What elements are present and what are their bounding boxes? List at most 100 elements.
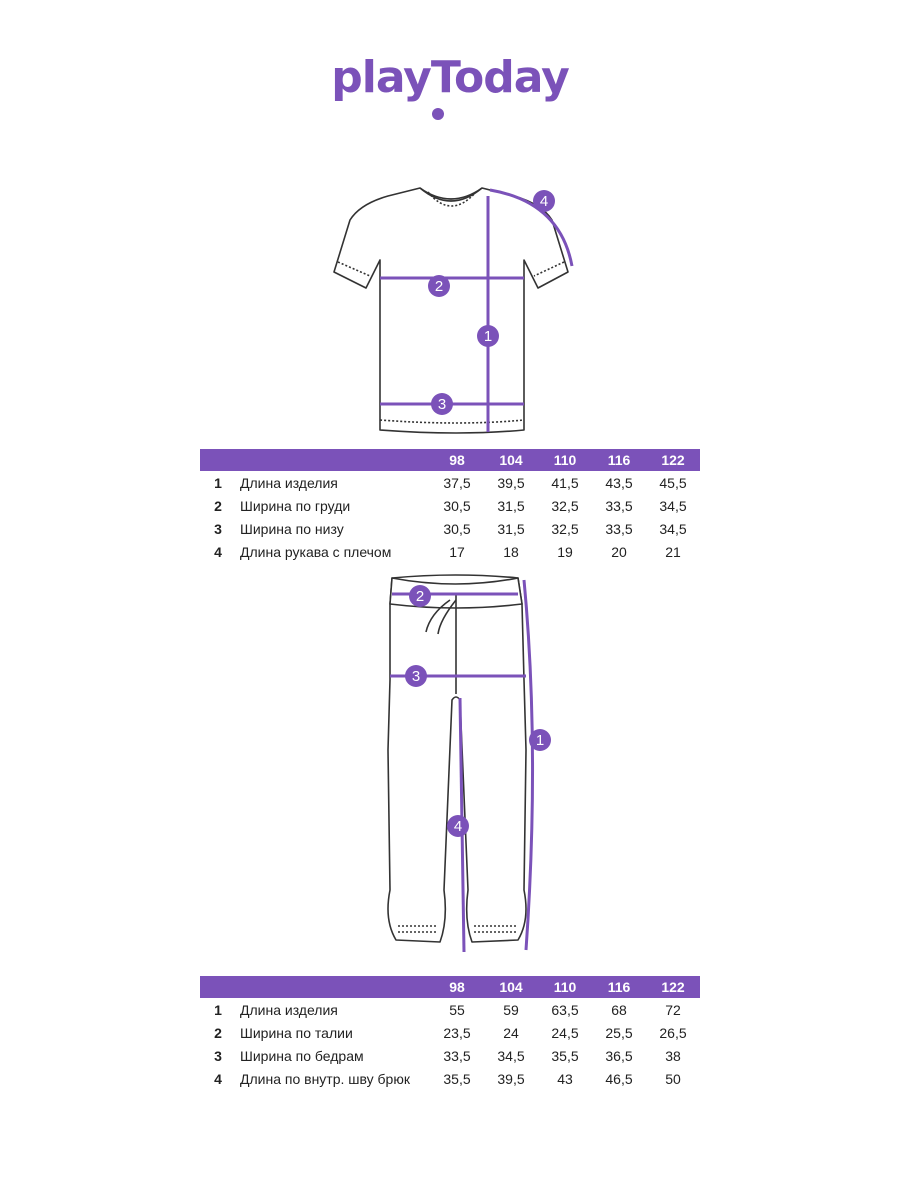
measurement-value: 59 (503, 1001, 519, 1018)
svg-text:4: 4 (540, 193, 548, 210)
measurement-name: Длина рукава с плечом (240, 543, 392, 560)
svg-text:1: 1 (536, 732, 544, 749)
measurement-value: 43 (557, 1070, 573, 1087)
measurement-value: 33,5 (605, 520, 633, 537)
pants-diagram: 1 2 3 4 (387, 574, 551, 953)
size-header: 122 (646, 449, 700, 471)
pants-marker-1: 1 (529, 729, 551, 751)
tshirt-table-header: 98 104 110 116 122 (200, 449, 700, 471)
size-header: 98 (430, 976, 484, 998)
svg-text:2: 2 (435, 278, 443, 295)
measurement-value: 36,5 (605, 1047, 633, 1064)
measurement-value: 37,5 (443, 474, 471, 491)
measurement-value: 63,5 (551, 1001, 579, 1018)
brand-logo-text: playToday (331, 52, 570, 103)
brand-logo: playToday (0, 52, 900, 103)
table-row: 4 Длина по внутр. шву брюк 35,5 39,5 43 … (200, 1067, 700, 1090)
measurement-value: 17 (449, 543, 465, 560)
table-row: 3 Ширина по бедрам 33,5 34,5 35,5 36,5 3… (200, 1044, 700, 1067)
measurement-value: 30,5 (443, 497, 471, 514)
pants-outline (387, 574, 527, 943)
table-row: 1 Длина изделия 37,5 39,5 41,5 43,5 45,5 (200, 471, 700, 494)
size-header: 122 (646, 976, 700, 998)
row-number: 2 (214, 1024, 222, 1041)
svg-text:3: 3 (412, 668, 420, 685)
measurement-value: 39,5 (497, 1070, 525, 1087)
measurement-value: 32,5 (551, 497, 579, 514)
tshirt-diagram: 1 2 3 4 (333, 187, 574, 434)
measurement-value: 31,5 (497, 520, 525, 537)
measurement-value: 34,5 (659, 497, 687, 514)
measurement-value: 72 (665, 1001, 681, 1018)
svg-text:2: 2 (416, 588, 424, 605)
svg-text:4: 4 (454, 818, 462, 835)
row-number: 4 (214, 1070, 222, 1087)
tshirt-outline (333, 187, 569, 434)
tshirt-marker-4: 4 (533, 190, 555, 212)
measurement-value: 55 (449, 1001, 465, 1018)
tshirt-markers: 1 2 3 4 (428, 190, 555, 415)
measurement-value: 24,5 (551, 1024, 579, 1041)
measurement-value: 35,5 (443, 1070, 471, 1087)
pants-marker-4: 4 (447, 815, 469, 837)
pants-size-table: 98 104 110 116 122 1 Длина изделия 55 59… (200, 976, 700, 1090)
measurement-value: 68 (611, 1001, 627, 1018)
tshirt-marker-3: 3 (431, 393, 453, 415)
measurement-value: 34,5 (497, 1047, 525, 1064)
measurement-value: 25,5 (605, 1024, 633, 1041)
size-header: 104 (484, 449, 538, 471)
size-header: 116 (592, 976, 646, 998)
measurement-name: Длина изделия (240, 1001, 338, 1018)
size-header: 110 (538, 976, 592, 998)
row-number: 1 (214, 1001, 222, 1018)
row-number: 3 (214, 1047, 222, 1064)
logo-dot-icon (432, 108, 444, 120)
measurement-name: Ширина по груди (240, 497, 351, 514)
measurement-value: 46,5 (605, 1070, 633, 1087)
measurement-value: 35,5 (551, 1047, 579, 1064)
measurement-value: 33,5 (605, 497, 633, 514)
tshirt-marker-1: 1 (477, 325, 499, 347)
svg-text:1: 1 (484, 328, 492, 345)
measurement-value: 39,5 (497, 474, 525, 491)
row-number: 2 (214, 497, 222, 514)
row-number: 4 (214, 543, 222, 560)
measurement-value: 23,5 (443, 1024, 471, 1041)
size-header: 104 (484, 976, 538, 998)
size-header: 116 (592, 449, 646, 471)
measurement-value: 26,5 (659, 1024, 687, 1041)
measurement-value: 45,5 (659, 474, 687, 491)
measurement-name: Ширина по талии (240, 1024, 353, 1041)
measurement-name: Ширина по бедрам (240, 1047, 364, 1064)
measurement-value: 32,5 (551, 520, 579, 537)
measurement-name: Длина по внутр. шву брюк (240, 1070, 410, 1087)
pants-markers: 1 2 3 4 (405, 585, 551, 837)
pants-marker-2: 2 (409, 585, 431, 607)
measurement-value: 19 (557, 543, 573, 560)
measurement-value: 24 (503, 1024, 519, 1041)
size-header: 98 (430, 449, 484, 471)
measurement-name: Ширина по низу (240, 520, 344, 537)
measurement-value: 41,5 (551, 474, 579, 491)
measurement-value: 20 (611, 543, 627, 560)
measurement-value: 21 (665, 543, 681, 560)
row-number: 1 (214, 474, 222, 491)
tshirt-marker-2: 2 (428, 275, 450, 297)
size-header: 110 (538, 449, 592, 471)
measurement-value: 34,5 (659, 520, 687, 537)
measurement-value: 18 (503, 543, 519, 560)
table-row: 2 Ширина по груди 30,5 31,5 32,5 33,5 34… (200, 494, 700, 517)
measurement-value: 38 (665, 1047, 681, 1064)
measurement-value: 31,5 (497, 497, 525, 514)
measurement-value: 43,5 (605, 474, 633, 491)
pants-table-header: 98 104 110 116 122 (200, 976, 700, 998)
measurement-value: 30,5 (443, 520, 471, 537)
table-row: 4 Длина рукава с плечом 17 18 19 20 21 (200, 540, 700, 563)
table-row: 2 Ширина по талии 23,5 24 24,5 25,5 26,5 (200, 1021, 700, 1044)
measurement-value: 50 (665, 1070, 681, 1087)
table-row: 3 Ширина по низу 30,5 31,5 32,5 33,5 34,… (200, 517, 700, 540)
row-number: 3 (214, 520, 222, 537)
table-row: 1 Длина изделия 55 59 63,5 68 72 (200, 998, 700, 1021)
measurement-name: Длина изделия (240, 474, 338, 491)
tshirt-size-table: 98 104 110 116 122 1 Длина изделия 37,5 … (200, 449, 700, 563)
